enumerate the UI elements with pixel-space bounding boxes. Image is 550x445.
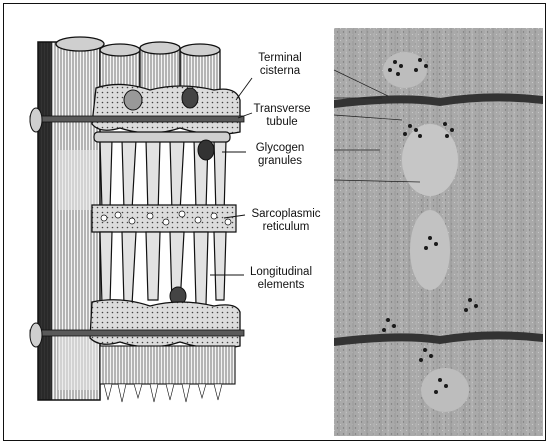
label-longitudinal-elements: Longitudinal elements [238, 266, 324, 291]
myofibril-drawing [30, 37, 244, 402]
label-glycogen-granules: Glycogen granules [244, 142, 316, 167]
label-terminal-cisterna: Terminal cisterna [244, 52, 316, 77]
label-sarcoplasmic-reticulum: Sarcoplasmic reticulum [240, 208, 332, 233]
electron-micrograph [334, 28, 543, 436]
label-transverse-tubule: Transverse tubule [244, 103, 320, 128]
